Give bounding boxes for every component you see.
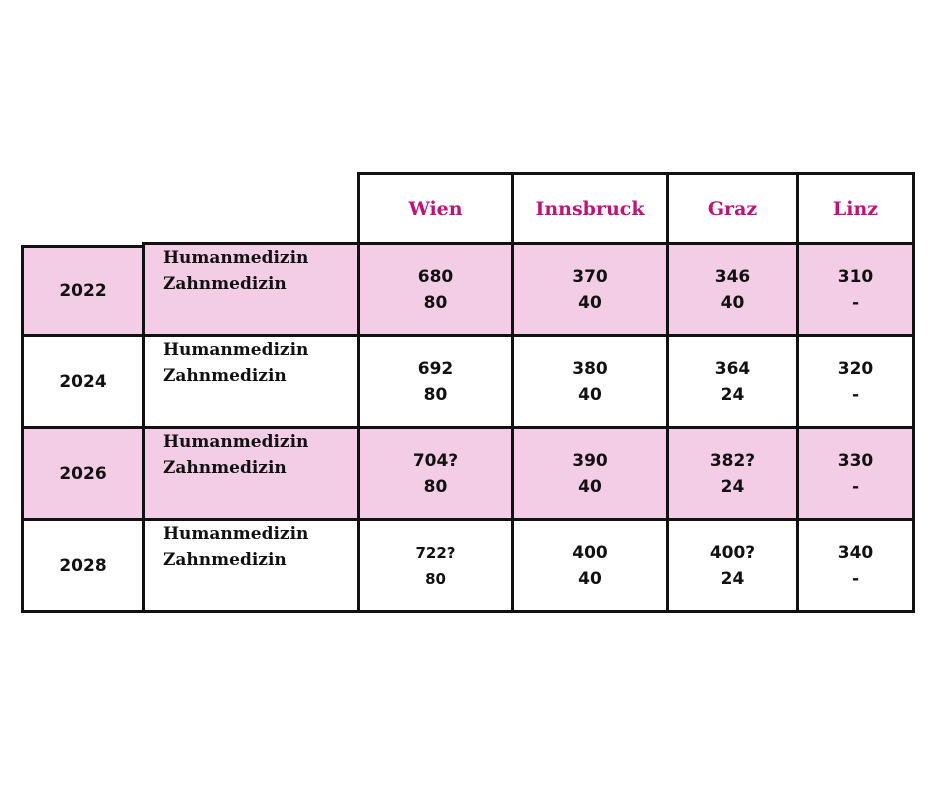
value-cell-wien: 722? 80 (357, 521, 511, 613)
value-cell-graz: 382? 24 (666, 429, 796, 521)
value-cell-wien: 680 80 (357, 245, 511, 337)
program-label: Humanmedizin (163, 432, 309, 452)
value-zahn: 40 (578, 568, 602, 589)
year-cell: 2026 (21, 429, 142, 521)
value-zahn: 24 (720, 384, 745, 405)
header-linz: Linz (796, 172, 915, 245)
value-cell-linz: 310 - (796, 245, 915, 337)
program-labels: Humanmedizin Zahnmedizin (142, 429, 357, 521)
value-cell-graz: 364 24 (666, 337, 796, 429)
value-zahn: - (851, 476, 860, 497)
program-labels: Humanmedizin Zahnmedizin (142, 521, 357, 613)
value-cell-wien: 692 80 (357, 337, 511, 429)
year-cell: 2024 (21, 337, 142, 429)
program-label: Humanmedizin (163, 524, 309, 544)
value-zahn: - (851, 568, 860, 589)
value-human: 320 (837, 358, 874, 379)
program-label: Zahnmedizin (163, 550, 287, 570)
value-cell-graz: 346 40 (666, 245, 796, 337)
program-labels: Humanmedizin Zahnmedizin (142, 245, 357, 337)
value-human: 680 (417, 266, 454, 287)
value-zahn: - (851, 292, 860, 313)
header-wien: Wien (357, 172, 511, 245)
value-cell-innsbruck: 390 40 (511, 429, 666, 521)
header-innsbruck: Innsbruck (511, 172, 666, 245)
value-human: 364 (714, 358, 751, 379)
value-human: 380 (572, 358, 608, 379)
value-zahn: 80 (423, 476, 448, 497)
year-cell: 2022 (21, 245, 142, 337)
value-cell-graz: 400? 24 (666, 521, 796, 613)
value-zahn: 40 (578, 292, 602, 313)
value-zahn: 24 (720, 476, 745, 497)
empty-corner-year (21, 172, 142, 245)
value-zahn: 80 (425, 569, 446, 588)
value-human: 704? (412, 450, 459, 471)
value-zahn: 40 (578, 384, 602, 405)
value-human: 340 (837, 542, 874, 563)
value-human: 722? (415, 543, 456, 562)
value-human: 390 (572, 450, 608, 471)
value-human: 310 (837, 266, 874, 287)
program-label: Humanmedizin (163, 340, 309, 360)
program-label: Zahnmedizin (163, 366, 287, 386)
program-labels: Humanmedizin Zahnmedizin (142, 337, 357, 429)
value-human: 400? (709, 542, 756, 563)
value-human: 330 (837, 450, 874, 471)
value-zahn: - (851, 384, 860, 405)
value-zahn: 40 (578, 476, 602, 497)
value-zahn: 80 (423, 384, 448, 405)
value-cell-linz: 330 - (796, 429, 915, 521)
value-cell-innsbruck: 380 40 (511, 337, 666, 429)
value-zahn: 80 (423, 292, 448, 313)
value-cell-linz: 340 - (796, 521, 915, 613)
value-cell-innsbruck: 400 40 (511, 521, 666, 613)
value-human: 400 (572, 542, 608, 563)
value-human: 382? (709, 450, 756, 471)
study-places-table: Wien Innsbruck Graz Linz 2022 Humanmediz… (21, 172, 915, 615)
value-human: 346 (714, 266, 751, 287)
program-label: Zahnmedizin (163, 458, 287, 478)
year-cell: 2028 (21, 521, 142, 613)
value-zahn: 24 (720, 568, 745, 589)
empty-corner-label (142, 172, 357, 245)
value-zahn: 40 (720, 292, 745, 313)
value-cell-wien: 704? 80 (357, 429, 511, 521)
program-label: Humanmedizin (163, 248, 309, 268)
value-human: 692 (417, 358, 454, 379)
header-graz: Graz (666, 172, 796, 245)
value-cell-linz: 320 - (796, 337, 915, 429)
program-label: Zahnmedizin (163, 274, 287, 294)
value-human: 370 (572, 266, 608, 287)
value-cell-innsbruck: 370 40 (511, 245, 666, 337)
